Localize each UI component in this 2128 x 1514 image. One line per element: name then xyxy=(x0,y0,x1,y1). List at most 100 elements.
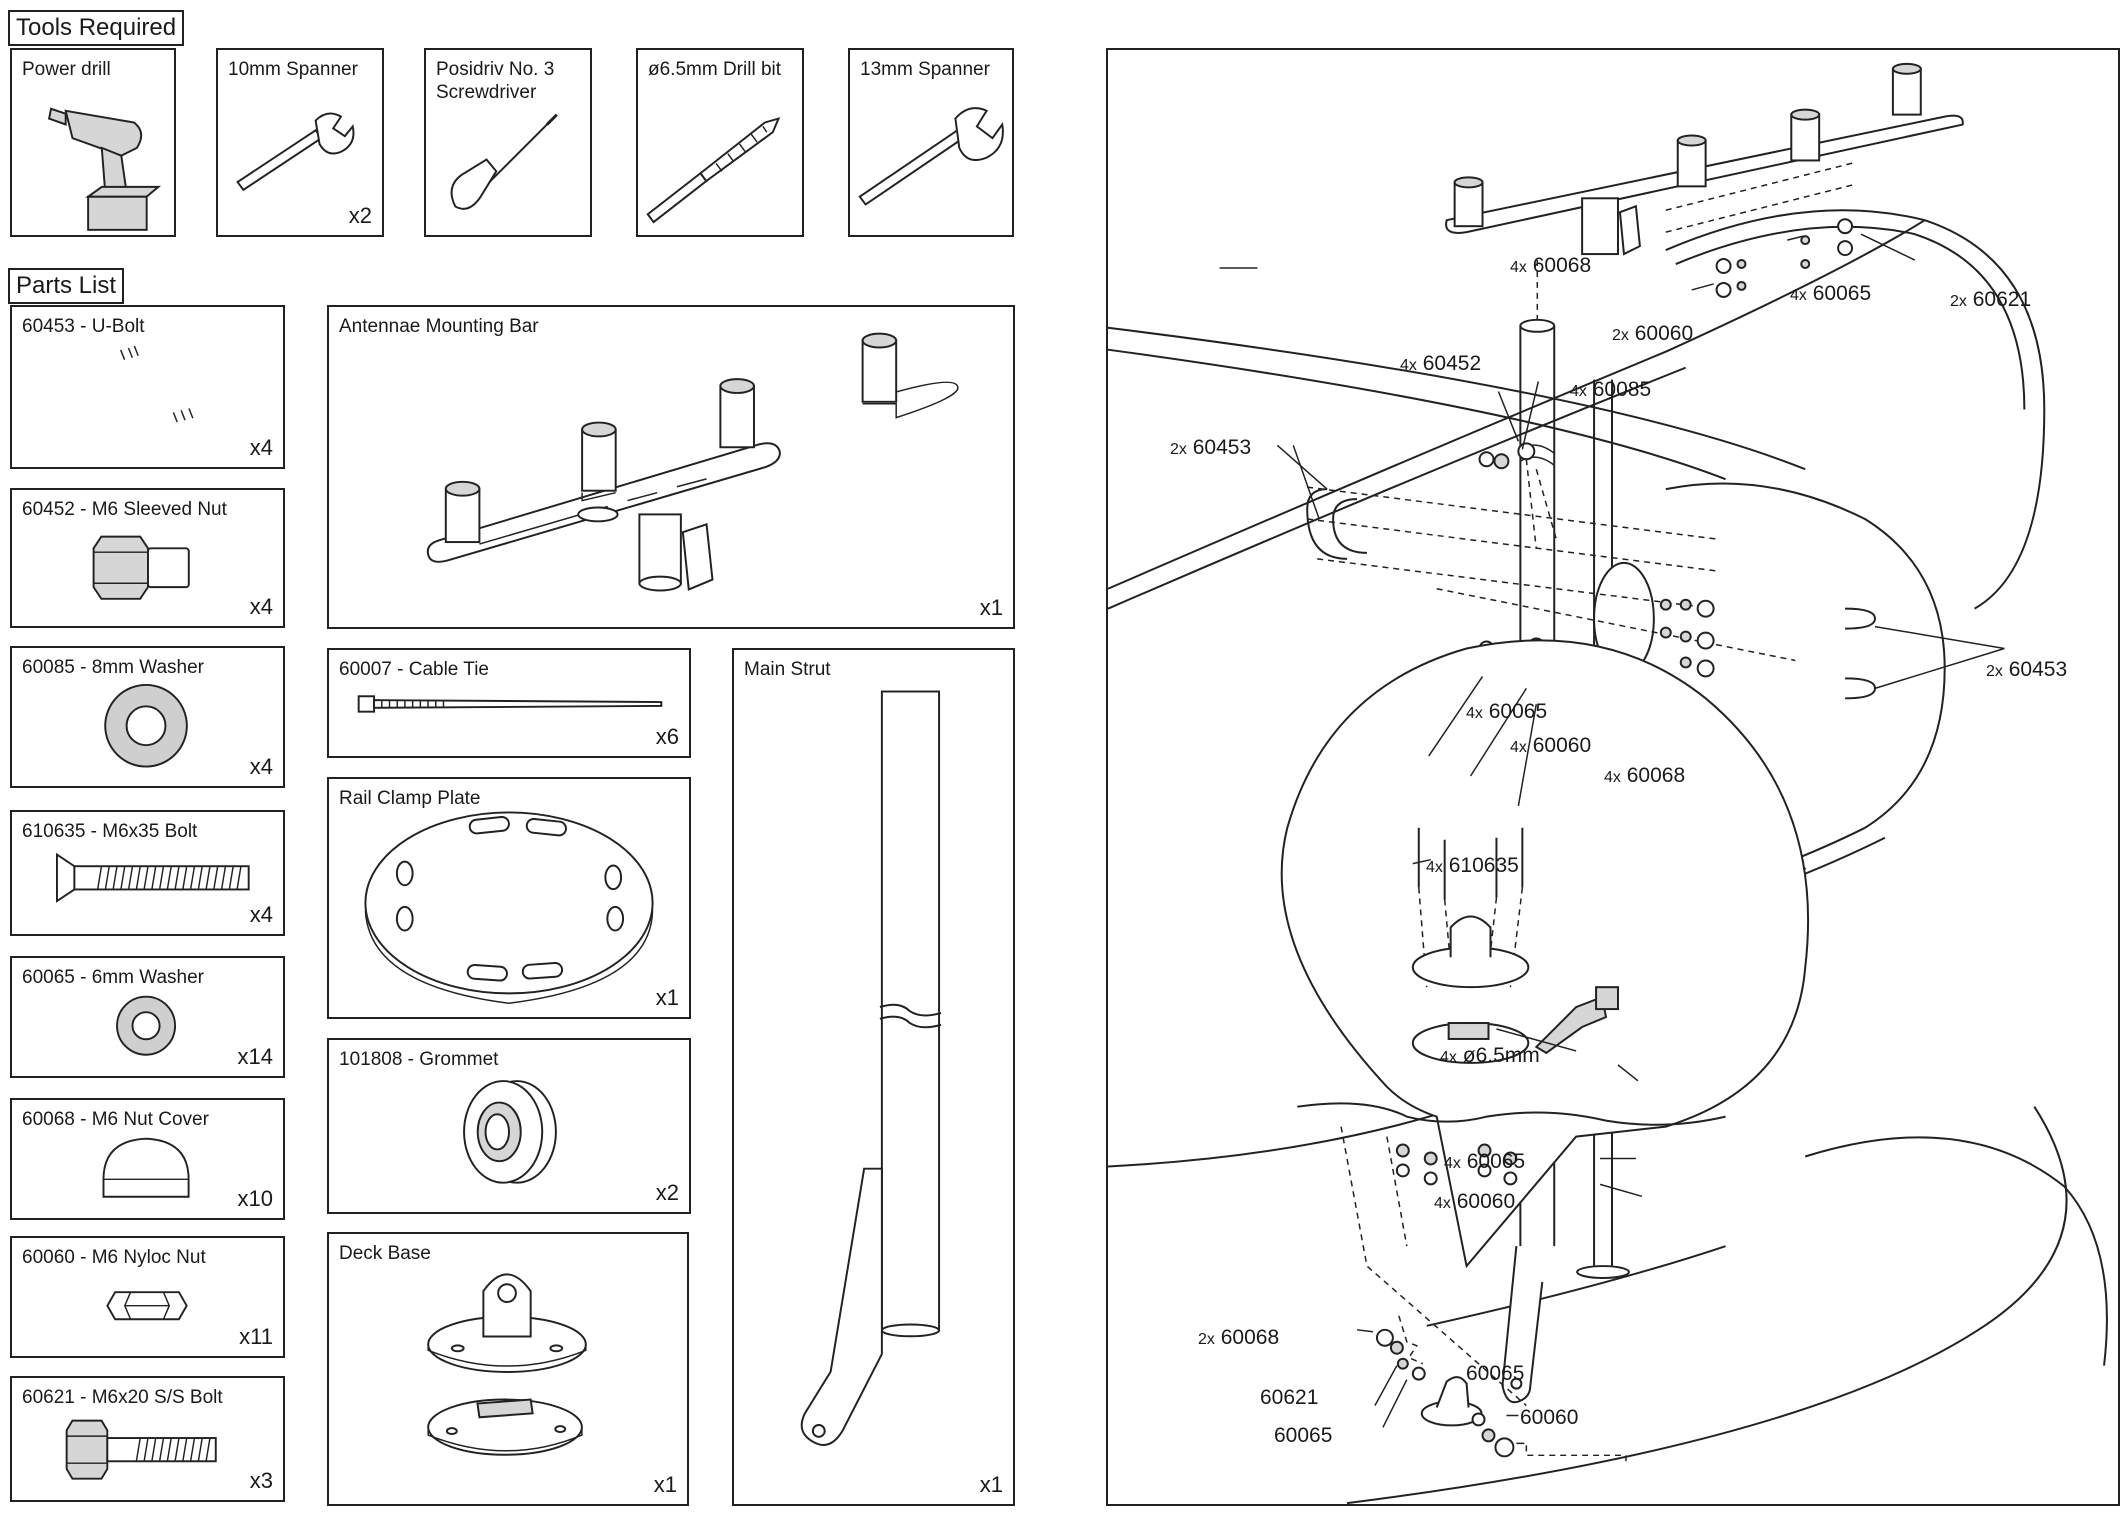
grommet-icon xyxy=(463,1080,557,1184)
washer-icon xyxy=(116,995,177,1056)
callout-60068-bottom: 2x 60068 xyxy=(1198,1326,1279,1350)
part-label: 610635 - M6x35 Bolt xyxy=(22,821,198,842)
part-qty: x6 xyxy=(655,724,679,749)
nyloc-nut-icon xyxy=(106,1291,188,1321)
callout-60453-right: 2x 60453 xyxy=(1986,658,2067,682)
callout-60060-top: 2x 60060 xyxy=(1612,322,1693,346)
callout-count: 2x xyxy=(1612,327,1629,344)
part-ubolt: 60453 - U-Bolt x4 xyxy=(10,305,285,469)
tools-required-title: Tools Required xyxy=(8,10,185,46)
callout-code: 60452 xyxy=(1422,352,1482,375)
part-label: 60453 - U-Bolt xyxy=(22,316,145,337)
callout-610635: 4x 610635 xyxy=(1426,854,1519,878)
callout-code: 60068 xyxy=(1220,1326,1280,1349)
parts-list-title: Parts List xyxy=(8,268,125,304)
tool-drill-bit: ø6.5mm Drill bit xyxy=(636,48,804,237)
tool-label: Power drill xyxy=(22,59,111,80)
callout-count: 4x xyxy=(1510,259,1527,276)
part-qty: x11 xyxy=(239,1324,273,1349)
callout-60068-top: 4x 60068 xyxy=(1510,254,1591,278)
callout-60068-mid: 4x 60068 xyxy=(1604,764,1685,788)
callout-60060-zoom: 4x 60060 xyxy=(1434,1190,1515,1214)
callout-code: 60068 xyxy=(1532,254,1592,277)
label-60060-foot: 60060 xyxy=(1520,1406,1579,1429)
tool-posidriv-screwdriver: Posidriv No. 3 Screwdriver xyxy=(424,48,592,237)
countersunk-bolt-icon xyxy=(55,852,250,903)
part-label: 60065 - 6mm Washer xyxy=(22,967,204,988)
callout-count: 4x xyxy=(1466,705,1483,722)
drill-bit-icon xyxy=(646,117,781,224)
spanner-icon xyxy=(236,112,355,192)
callout-60065-zoom: 4x 60065 xyxy=(1444,1150,1525,1174)
assembly-diagram: 4x 60068 2x 60060 4x 60065 2x 60621 4x 6… xyxy=(1106,48,2120,1506)
callout-code: 60060 xyxy=(1634,322,1694,345)
part-label: Main Strut xyxy=(744,659,831,680)
tool-qty: x2 xyxy=(348,203,372,228)
callout-code: 60621 xyxy=(1972,288,2032,311)
nut-cover-icon xyxy=(102,1137,190,1198)
callout-60452: 4x 60452 xyxy=(1400,352,1481,376)
power-drill-icon xyxy=(47,107,162,231)
part-qty: x1 xyxy=(979,1472,1003,1497)
mounting-bar-icon xyxy=(426,332,959,592)
callout-60065-top: 4x 60065 xyxy=(1790,282,1871,306)
washer-icon xyxy=(104,683,188,768)
callout-code: 60453 xyxy=(1192,436,1252,459)
part-label: Deck Base xyxy=(339,1243,431,1264)
main-strut-icon xyxy=(800,690,942,1446)
callout-60060-mid: 4x 60060 xyxy=(1510,734,1591,758)
tool-10mm-spanner: 10mm Spanner x2 xyxy=(216,48,384,237)
callout-count: 4x xyxy=(1604,769,1621,786)
callout-count: 4x xyxy=(1444,1155,1461,1172)
part-6mm-washer: 60065 - 6mm Washer x14 xyxy=(10,956,285,1078)
callout-count: 4x xyxy=(1400,357,1417,374)
part-grommet: 101808 - Grommet x2 xyxy=(327,1038,691,1214)
part-sleeved-nut: 60452 - M6 Sleeved Nut x4 xyxy=(10,488,285,628)
callout-count: 4x xyxy=(1426,859,1443,876)
part-label: 60007 - Cable Tie xyxy=(339,659,489,680)
part-qty: x1 xyxy=(655,985,679,1010)
part-label: Antennae Mounting Bar xyxy=(339,316,539,337)
callout-code: 60065 xyxy=(1488,700,1548,723)
callout-60621-top: 2x 60621 xyxy=(1950,288,2031,312)
part-qty: x4 xyxy=(249,435,273,460)
callout-count: 4x xyxy=(1570,383,1587,400)
part-qty: x4 xyxy=(249,754,273,779)
part-rail-clamp-plate: Rail Clamp Plate x1 xyxy=(327,777,691,1019)
label-60621-bottom: 60621 xyxy=(1260,1386,1319,1409)
screwdriver-icon xyxy=(450,113,558,210)
ubolt-icon xyxy=(63,341,204,427)
part-qty: x14 xyxy=(237,1044,273,1069)
sleeved-nut-icon xyxy=(92,535,190,600)
tool-label: ø6.5mm Drill bit xyxy=(648,59,782,80)
part-qty: x10 xyxy=(237,1186,273,1211)
callout-count: 4x xyxy=(1440,1049,1457,1066)
callout-60065-mid: 4x 60065 xyxy=(1466,700,1547,724)
label-60065-foot: 60065 xyxy=(1466,1362,1525,1385)
callout-drill-size: 4x ø6.5mm xyxy=(1440,1044,1540,1068)
part-label: 60452 - M6 Sleeved Nut xyxy=(22,499,227,520)
part-8mm-washer: 60085 - 8mm Washer x4 xyxy=(10,646,285,788)
tool-label: 13mm Spanner xyxy=(860,59,990,80)
part-m6x20-bolt: 60621 - M6x20 S/S Bolt x3 xyxy=(10,1376,285,1502)
callout-code: ø6.5mm xyxy=(1462,1044,1540,1067)
callout-code: 60085 xyxy=(1592,378,1652,401)
callout-count: 2x xyxy=(1170,441,1187,458)
callout-count: 2x xyxy=(1986,663,2003,680)
clamp-plate-icon xyxy=(364,811,654,1004)
callout-code: 60065 xyxy=(1466,1150,1526,1173)
callout-60085: 4x 60085 xyxy=(1570,378,1651,402)
tool-power-drill: Power drill xyxy=(10,48,176,237)
part-cable-tie: 60007 - Cable Tie x6 xyxy=(327,648,691,758)
callout-count: 2x xyxy=(1950,293,1967,310)
part-main-strut: Main Strut x1 xyxy=(732,648,1015,1506)
part-qty: x1 xyxy=(653,1472,677,1497)
tool-label: Posidriv No. 3 Screwdriver xyxy=(436,59,555,103)
callout-code: 60453 xyxy=(2008,658,2068,681)
label-60065-bottom: 60065 xyxy=(1274,1424,1333,1447)
part-label: 60621 - M6x20 S/S Bolt xyxy=(22,1387,223,1408)
part-qty: x4 xyxy=(249,594,273,619)
tool-13mm-spanner: 13mm Spanner xyxy=(848,48,1014,237)
callout-code: 60068 xyxy=(1626,764,1686,787)
part-qty: x4 xyxy=(249,902,273,927)
